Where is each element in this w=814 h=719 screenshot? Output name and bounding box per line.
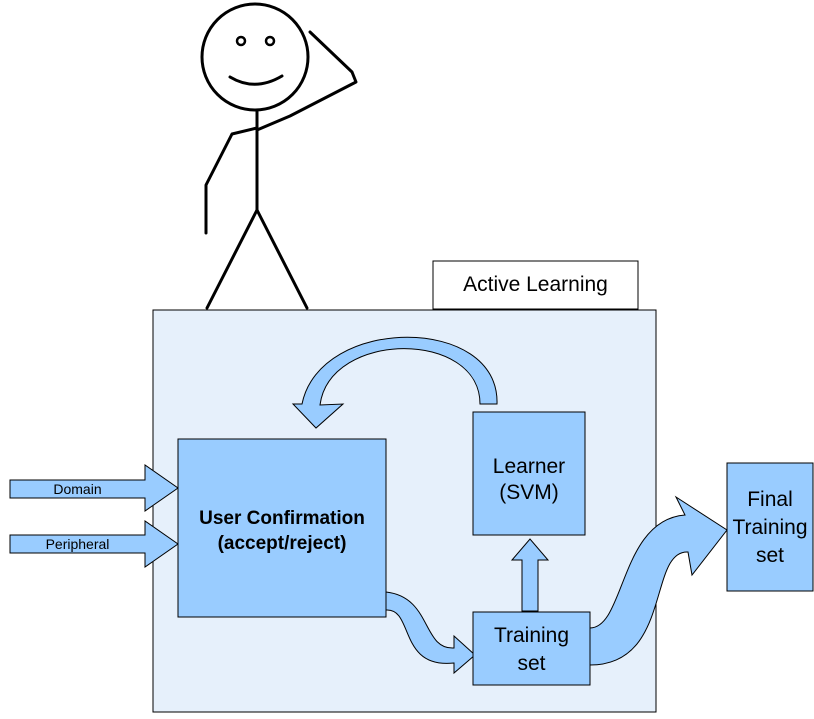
domain-input-arrow — [9, 464, 179, 512]
peripheral-label: Peripheral — [45, 536, 110, 552]
training-set-line2: set — [517, 652, 546, 675]
confirmation-to-training-arrow — [385, 591, 476, 675]
training-set-line1: Training — [493, 624, 570, 647]
final-training-set-line2: Training — [732, 516, 808, 539]
feedback-arrow — [291, 336, 498, 429]
learner-line1: Learner — [492, 455, 566, 478]
active-learning-label-box — [432, 260, 639, 310]
user-confirmation-line2: (accept/reject) — [217, 533, 347, 554]
learner-line2: (SVM) — [499, 481, 559, 504]
domain-label: Domain — [53, 481, 102, 497]
learner-box — [472, 411, 586, 536]
user-confirmation-line1: User Confirmation — [199, 508, 365, 529]
stick-figure-icon — [200, 2, 358, 310]
training-to-final-arrow — [589, 495, 728, 666]
stick-figure-head — [200, 2, 310, 112]
user-confirmation-box — [177, 438, 387, 618]
training-set-box — [472, 611, 591, 686]
final-training-set-box — [726, 462, 814, 592]
final-training-set-line3: set — [755, 544, 784, 567]
peripheral-input-arrow — [9, 520, 179, 568]
active-learning-title: Active Learning — [463, 273, 608, 296]
final-training-set-line1: Final — [747, 488, 793, 511]
training-to-learner-arrow — [510, 538, 550, 612]
